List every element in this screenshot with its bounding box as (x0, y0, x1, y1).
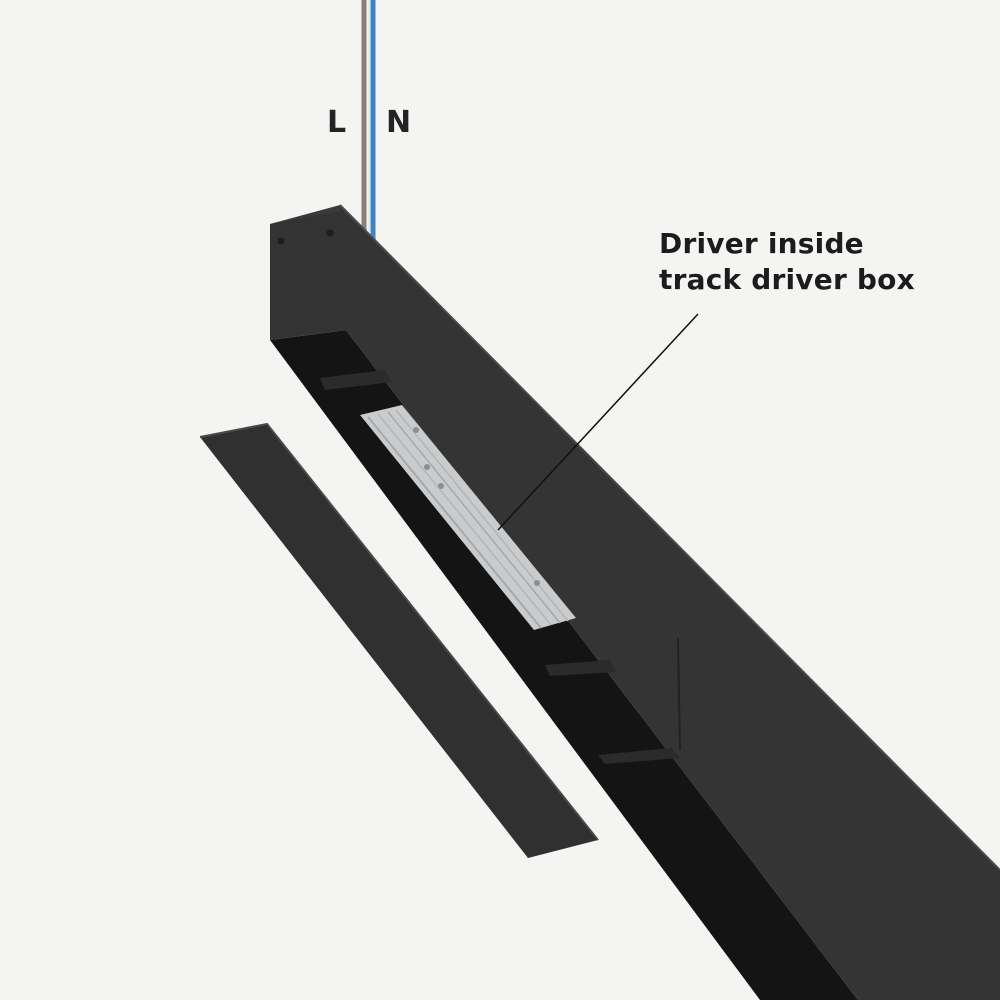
callout-line-2: track driver box (659, 263, 915, 296)
screw-icon (277, 237, 285, 245)
diffuser-cover (199, 422, 599, 858)
live-wire-label: L (327, 105, 346, 140)
neutral-wire-label: N (386, 105, 411, 140)
screw-icon (326, 229, 334, 237)
driver-callout-label: Driver inside track driver box (659, 226, 979, 298)
callout-leader-line (497, 313, 699, 531)
callout-line-1: Driver inside (659, 227, 864, 260)
supply-wires: L N (327, 0, 411, 245)
track-profile (270, 204, 1000, 1000)
led-driver (360, 405, 576, 630)
